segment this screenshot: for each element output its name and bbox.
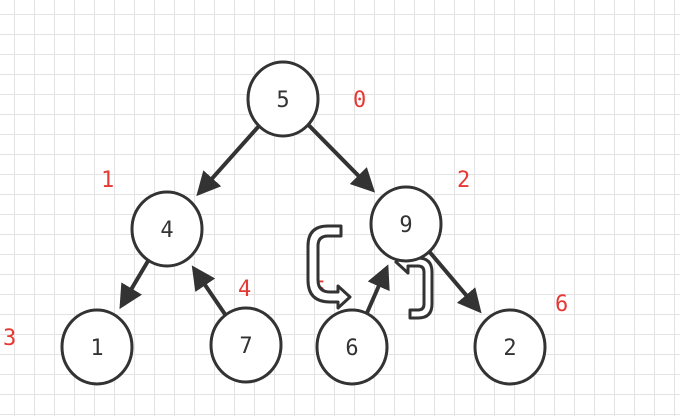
edge-7-to-4 bbox=[191, 265, 228, 317]
swap-cycle-icon bbox=[306, 224, 434, 320]
index-labels-layer: 0 1 2 3 4 6 bbox=[3, 88, 568, 351]
tree-node: 5 bbox=[246, 60, 320, 138]
index-label-1: 1 bbox=[101, 168, 114, 193]
index-label-2: 2 bbox=[457, 168, 470, 193]
tree-node: 9 bbox=[369, 185, 443, 263]
node-circle bbox=[315, 308, 389, 386]
node-circle bbox=[246, 60, 320, 138]
nodes-layer: 5 4 9 1 7 6 2 bbox=[60, 60, 547, 386]
node-value: 7 bbox=[239, 334, 252, 359]
index-label-0: 0 bbox=[353, 88, 366, 113]
edge-5-to-4 bbox=[196, 124, 261, 197]
tree-node: 6 bbox=[315, 308, 389, 386]
index-label-3: 3 bbox=[3, 326, 16, 351]
node-value: 2 bbox=[503, 336, 516, 361]
node-circle bbox=[473, 308, 547, 386]
tree-node: 7 bbox=[209, 306, 283, 384]
tree-node: 1 bbox=[60, 308, 134, 386]
edge-5-to-9 bbox=[306, 123, 376, 193]
node-value: 9 bbox=[399, 213, 412, 238]
index-label-4: 4 bbox=[238, 277, 251, 302]
node-value: 4 bbox=[160, 218, 173, 243]
node-value: 5 bbox=[276, 88, 289, 113]
node-circle bbox=[369, 185, 443, 263]
tree-node: 4 bbox=[130, 190, 204, 268]
edge-6-to-9 bbox=[364, 264, 390, 315]
edge-9-to-2 bbox=[427, 250, 482, 314]
node-value: 1 bbox=[90, 336, 103, 361]
node-circle bbox=[130, 190, 204, 268]
edges-layer bbox=[119, 123, 482, 317]
node-value: 6 bbox=[345, 336, 358, 361]
edge-4-to-1 bbox=[119, 258, 151, 310]
tree-node: 2 bbox=[473, 308, 547, 386]
node-circle bbox=[60, 308, 134, 386]
node-circle bbox=[209, 306, 283, 384]
index-label-6: 6 bbox=[555, 292, 568, 317]
